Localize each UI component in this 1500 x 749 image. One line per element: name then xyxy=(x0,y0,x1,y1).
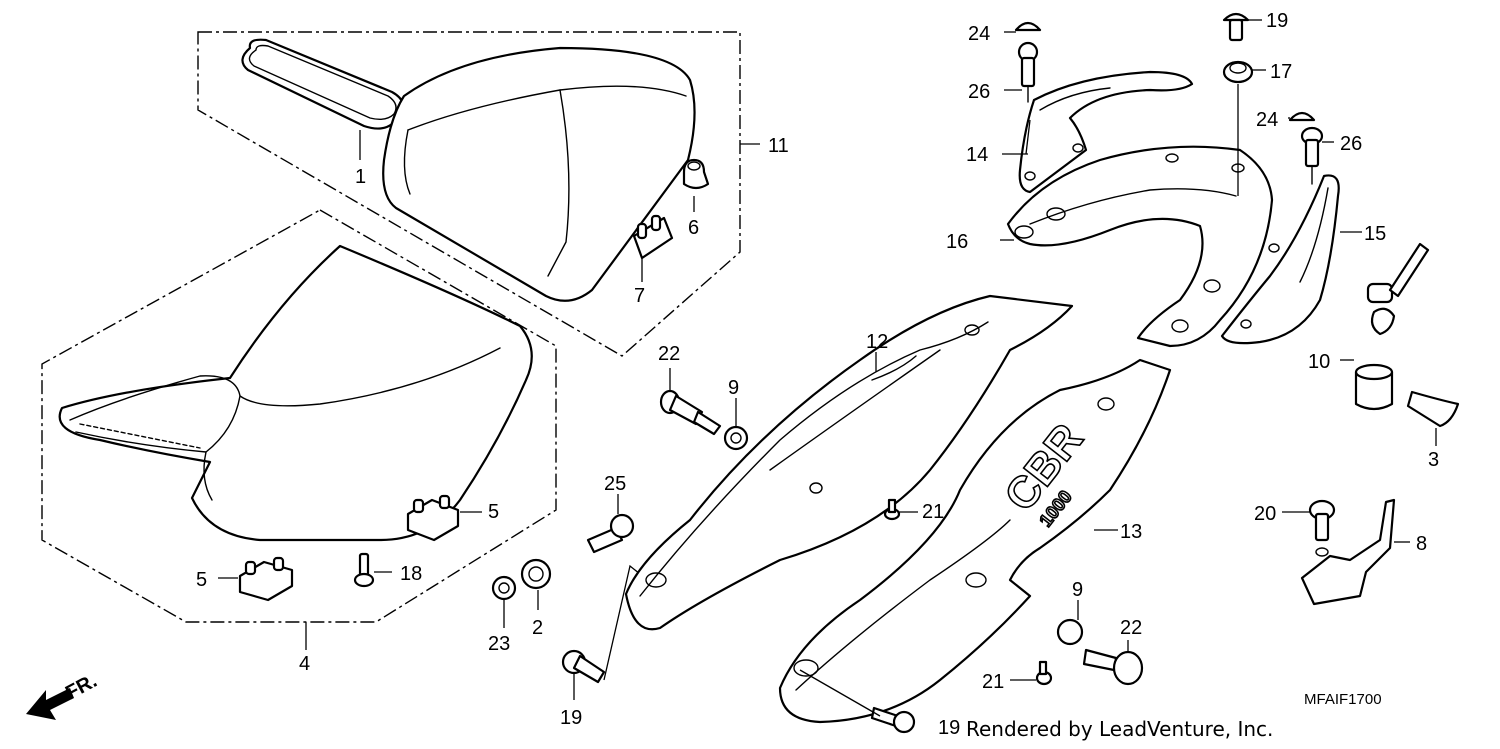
grab-handle-right[interactable] xyxy=(1220,174,1340,345)
collar-9-upper[interactable] xyxy=(723,425,749,451)
bolt-22-lower[interactable] xyxy=(1082,648,1144,686)
callout-9-upper: 9 xyxy=(728,377,739,399)
seal-ring[interactable] xyxy=(241,38,405,130)
bolt-19-lower-right[interactable] xyxy=(870,706,916,734)
callout-2: 2 xyxy=(532,617,543,639)
callout-7: 7 xyxy=(634,285,645,307)
callout-11: 11 xyxy=(768,135,789,157)
bolt-18[interactable] xyxy=(353,552,375,588)
callout-6: 6 xyxy=(688,217,699,239)
left-side-cover[interactable] xyxy=(624,294,1074,631)
callout-26-right: 26 xyxy=(1340,133,1362,155)
callout-8: 8 xyxy=(1416,533,1427,555)
rider-group-boundary xyxy=(41,209,557,623)
bolt-20[interactable] xyxy=(1308,499,1336,542)
right-side-cover[interactable] xyxy=(778,358,1172,724)
callout-26-upper: 26 xyxy=(968,81,990,103)
key-lock-set[interactable] xyxy=(1354,242,1430,411)
rubber-bumper-6[interactable] xyxy=(682,158,710,190)
callout-24-right: 24 xyxy=(1256,109,1278,131)
cap-24-right[interactable] xyxy=(1288,111,1316,122)
callout-21-upper: 21 xyxy=(922,501,944,523)
callout-19-lower-left: 19 xyxy=(560,707,582,729)
bolt-26-right[interactable] xyxy=(1300,126,1324,185)
pillion-seat-group xyxy=(197,31,760,357)
lock-holder-3[interactable] xyxy=(1406,390,1460,428)
callout-22-lower: 22 xyxy=(1120,617,1142,639)
rear-grab-rail[interactable] xyxy=(1006,145,1274,348)
callout-4: 4 xyxy=(299,653,310,675)
grommet-17[interactable] xyxy=(1222,60,1254,84)
leader-lines xyxy=(218,19,1437,717)
diagram-code: MFAIF1700 xyxy=(1304,691,1382,708)
callout-22-upper: 22 xyxy=(658,343,680,365)
collar-23[interactable] xyxy=(491,575,517,601)
callout-19-upper: 19 xyxy=(1266,10,1288,32)
rider-seat-group xyxy=(41,209,557,650)
rider-seat[interactable] xyxy=(58,244,533,542)
clip-21-lower[interactable] xyxy=(1035,660,1053,686)
bolt-25[interactable] xyxy=(586,513,635,554)
front-arrow-icon xyxy=(26,688,74,720)
bolt-19-upper[interactable] xyxy=(1222,12,1250,42)
callout-13: 13 xyxy=(1120,521,1142,543)
callout-24-upper: 24 xyxy=(968,23,990,45)
callout-3: 3 xyxy=(1428,449,1439,471)
callout-17: 17 xyxy=(1270,61,1292,83)
grommet-2[interactable] xyxy=(520,558,552,590)
collar-9-lower[interactable] xyxy=(1056,618,1084,646)
callout-18: 18 xyxy=(400,563,422,585)
bolt-19-lower-left[interactable] xyxy=(561,649,606,684)
callout-19-lower-right: 19 xyxy=(938,717,960,739)
clip-21-upper[interactable] xyxy=(883,498,901,521)
callout-12: 12 xyxy=(866,331,888,353)
callout-1: 1 xyxy=(355,166,366,188)
callout-16: 16 xyxy=(946,231,968,253)
callout-5-lower: 5 xyxy=(196,569,207,591)
rubber-block-5-lower[interactable] xyxy=(238,556,294,602)
callout-9-lower: 9 xyxy=(1072,579,1083,601)
rubber-cushion-7[interactable] xyxy=(632,214,674,260)
callout-21-lower: 21 xyxy=(982,671,1004,693)
rubber-block-5-upper[interactable] xyxy=(406,494,460,542)
callout-14: 14 xyxy=(966,144,988,166)
callout-10: 10 xyxy=(1308,351,1330,373)
callout-25: 25 xyxy=(604,473,626,495)
grab-handle-left[interactable] xyxy=(1018,70,1194,194)
callout-15: 15 xyxy=(1364,223,1386,245)
pillion-seat[interactable] xyxy=(382,46,696,302)
bracket-8[interactable] xyxy=(1300,498,1396,606)
callout-5-upper: 5 xyxy=(488,501,499,523)
callout-labels: 1 2 3 4 5 5 6 7 8 9 9 10 11 12 13 14 15 … xyxy=(196,10,1439,739)
callout-20: 20 xyxy=(1254,503,1276,525)
pillion-group-boundary xyxy=(197,31,741,357)
bolt-22-upper[interactable] xyxy=(659,389,722,436)
front-direction-indicator: FR. xyxy=(26,670,101,720)
credit-text: Rendered by LeadVenture, Inc. xyxy=(966,717,1273,741)
callout-23: 23 xyxy=(488,633,510,655)
bolt-26-upper[interactable] xyxy=(1017,41,1039,103)
cap-24-upper[interactable] xyxy=(1014,21,1042,32)
